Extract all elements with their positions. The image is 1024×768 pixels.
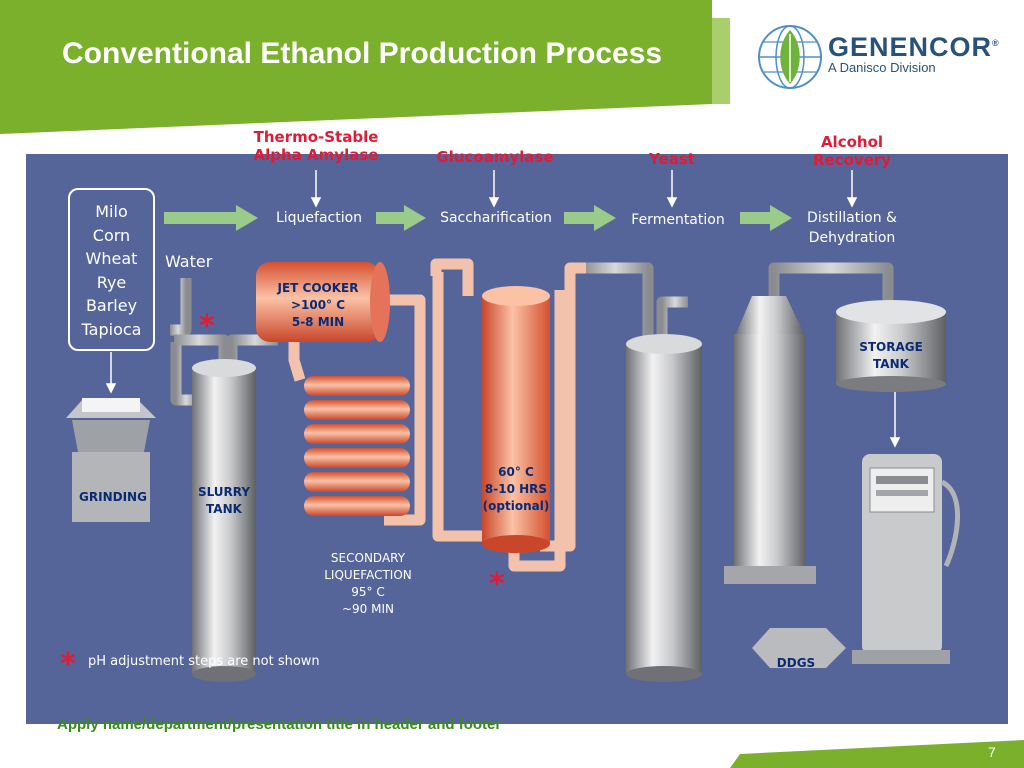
page-number: 7 bbox=[988, 744, 996, 760]
flow-arrow-grains bbox=[164, 205, 258, 231]
ph-star-marker: * bbox=[60, 647, 76, 682]
grain-list: Milo Corn Wheat Rye Barley Tapioca bbox=[68, 188, 155, 351]
logo-name: GENENCOR bbox=[828, 32, 993, 62]
grain-wheat: Wheat bbox=[85, 249, 138, 268]
saccharification-tank bbox=[482, 286, 550, 553]
genencor-globe-icon bbox=[758, 25, 822, 89]
ph-star-marker: * bbox=[199, 309, 215, 344]
logo-subtitle: A Danisco Division bbox=[828, 60, 936, 75]
ph-note: pH adjustment steps are not shown bbox=[88, 654, 320, 669]
grain-corn: Corn bbox=[92, 225, 131, 245]
distillation-column bbox=[724, 296, 816, 584]
storage-tank bbox=[836, 300, 946, 392]
secondary-liquefaction-label: SECONDARY LIQUEFACTION 95° C ~90 MIN bbox=[324, 551, 412, 616]
flow-arrow-liquefaction bbox=[376, 205, 426, 231]
step-saccharification: Saccharification bbox=[440, 210, 552, 226]
enzyme-yeast: Yeast bbox=[649, 150, 695, 168]
step-liquefaction: Liquefaction bbox=[275, 210, 363, 226]
logo-wordmark: GENENCOR® A Danisco Division bbox=[828, 32, 1000, 75]
flow-arrow-saccharification bbox=[564, 205, 616, 231]
secondary-liquefaction-coil bbox=[304, 376, 410, 516]
ph-star-marker: * bbox=[489, 567, 505, 602]
footer-note: Apply name/department/presentation title… bbox=[57, 716, 502, 733]
enzyme-arrows bbox=[105, 170, 901, 448]
slide-title: Conventional Ethanol Production Process bbox=[62, 37, 663, 70]
logo-registered: ® bbox=[992, 38, 1000, 48]
step-distillation: Distillation & Dehydration bbox=[807, 210, 897, 246]
grain-tapioca: Tapioca bbox=[81, 319, 142, 339]
step-fermentation: Fermentation bbox=[631, 212, 725, 228]
grinding-label: GRINDING bbox=[79, 490, 147, 504]
fermentation-tank bbox=[626, 334, 702, 682]
saccharification-label: 60° C 8-10 HRS (optional) bbox=[482, 465, 550, 513]
flow-arrow-fermentation bbox=[740, 205, 792, 231]
jet-cooker bbox=[256, 262, 390, 342]
water-label: Water bbox=[165, 252, 213, 271]
grain-barley: Barley bbox=[85, 296, 138, 315]
grinding-machine bbox=[66, 398, 156, 522]
storage-tank-label: STORAGE TANK bbox=[859, 340, 923, 371]
grain-rye: Rye bbox=[96, 272, 127, 292]
ddgs-hopper bbox=[752, 628, 846, 668]
slurry-tank-label: SLURRY TANK bbox=[197, 485, 251, 516]
alcohol-recovery: Alcohol Recovery bbox=[812, 133, 892, 169]
jet-cooker-label: JET COOKER >100° C 5-8 MIN bbox=[277, 281, 359, 329]
ddgs-label: DDGS bbox=[776, 656, 816, 670]
grain-milo: Milo bbox=[95, 202, 128, 221]
enzyme-thermo-stable: Thermo-Stable Alpha Amylase bbox=[253, 128, 379, 164]
fuel-pump-icon bbox=[852, 454, 961, 664]
copper-pipes bbox=[288, 258, 586, 572]
enzyme-glucoamylase: Glucoamylase bbox=[436, 148, 554, 166]
slurry-tank bbox=[192, 359, 256, 682]
